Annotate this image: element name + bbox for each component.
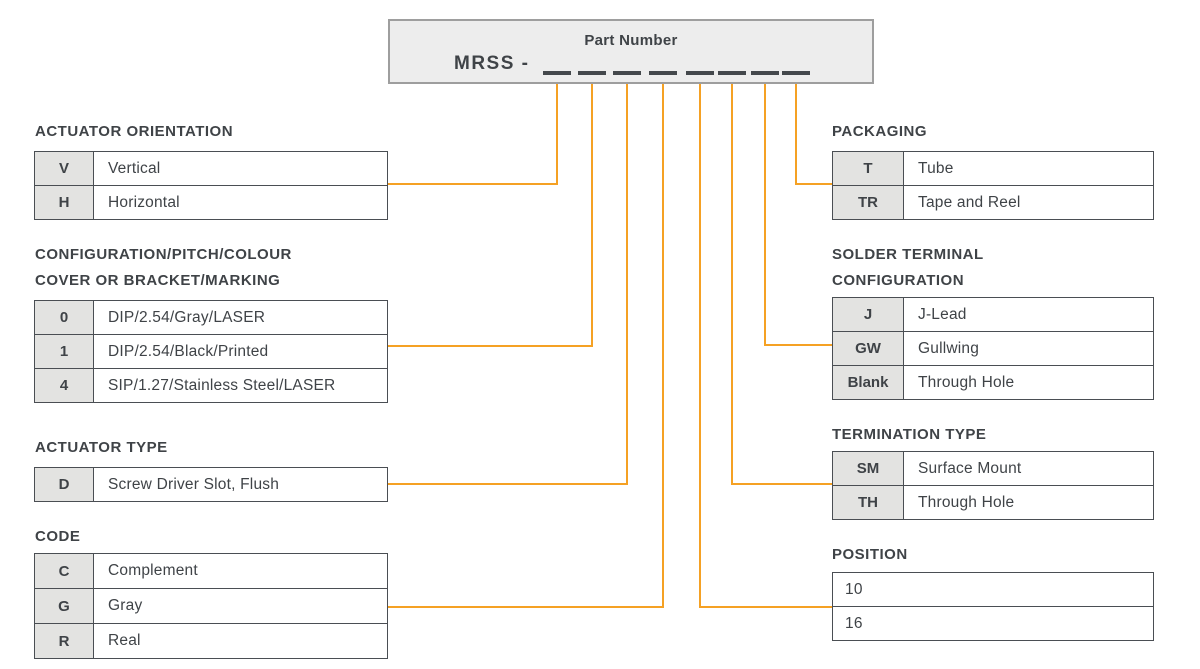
value-cell: Through Hole bbox=[918, 493, 1015, 511]
value-cell: 16 bbox=[845, 614, 863, 632]
part-number-blank bbox=[649, 71, 677, 75]
value-cell: Tape and Reel bbox=[918, 193, 1021, 211]
section-title-code: CODE bbox=[35, 528, 81, 545]
connector-line-termination_type bbox=[731, 83, 832, 485]
section-title-actuator-type: ACTUATOR TYPE bbox=[35, 439, 168, 456]
section-title-line1: SOLDER TERMINAL bbox=[832, 246, 984, 263]
value-cell: Real bbox=[108, 632, 141, 649]
key-cell: 4 bbox=[35, 369, 94, 402]
value-cell: SIP/1.27/Stainless Steel/LASER bbox=[108, 376, 336, 394]
table-row: D Screw Driver Slot, Flush bbox=[35, 468, 387, 501]
connector-line-code bbox=[388, 83, 664, 608]
table-row: T Tube bbox=[833, 152, 1153, 185]
connector-line-packaging bbox=[795, 83, 832, 185]
key-cell: G bbox=[35, 589, 94, 623]
section-title-configuration: CONFIGURATION/PITCH/COLOUR COVER OR BRAC… bbox=[35, 242, 292, 294]
table-code: C Complement G Gray R Real bbox=[34, 553, 388, 659]
table-row: H Horizontal bbox=[35, 185, 387, 219]
part-number-blank bbox=[613, 71, 641, 75]
section-title-line2: COVER OR BRACKET/MARKING bbox=[35, 272, 281, 289]
table-configuration: 0 DIP/2.54/Gray/LASER 1 DIP/2.54/Black/P… bbox=[34, 300, 388, 403]
key-cell: J bbox=[833, 298, 904, 331]
table-row: GW Gullwing bbox=[833, 331, 1153, 365]
key-cell: TH bbox=[833, 486, 904, 519]
section-title-packaging: PACKAGING bbox=[832, 123, 928, 140]
key-cell: R bbox=[35, 624, 94, 658]
value-cell: Gray bbox=[108, 597, 143, 614]
table-row: SM Surface Mount bbox=[833, 452, 1153, 485]
table-row: Blank Through Hole bbox=[833, 365, 1153, 399]
key-cell: GW bbox=[833, 332, 904, 365]
table-row: 1 DIP/2.54/Black/Printed bbox=[35, 334, 387, 368]
value-cell: Complement bbox=[108, 562, 198, 579]
value-cell: DIP/2.54/Gray/LASER bbox=[108, 308, 266, 326]
key-cell: T bbox=[833, 152, 904, 185]
part-number-prefix: MRSS - bbox=[454, 53, 530, 74]
table-row: 16 bbox=[833, 606, 1153, 640]
part-number-blank bbox=[543, 71, 571, 75]
key-cell: D bbox=[35, 468, 94, 501]
connector-line-actuator_orientation bbox=[388, 83, 558, 185]
key-cell: Blank bbox=[833, 366, 904, 399]
key-cell: C bbox=[35, 554, 94, 588]
table-row: V Vertical bbox=[35, 152, 387, 185]
table-packaging: T Tube TR Tape and Reel bbox=[832, 151, 1154, 220]
connector-line-solder_terminal bbox=[764, 83, 832, 346]
key-cell: V bbox=[35, 152, 94, 185]
value-cell: Vertical bbox=[108, 159, 161, 177]
section-title-termination-type: TERMINATION TYPE bbox=[832, 426, 987, 443]
table-row: C Complement bbox=[35, 554, 387, 588]
key-cell: H bbox=[35, 186, 94, 219]
table-row: TR Tape and Reel bbox=[833, 185, 1153, 219]
table-position: 10 16 bbox=[832, 572, 1154, 641]
part-number-blank bbox=[751, 71, 779, 75]
table-termination-type: SM Surface Mount TH Through Hole bbox=[832, 451, 1154, 520]
section-title-position: POSITION bbox=[832, 546, 908, 563]
table-row: 10 bbox=[833, 573, 1153, 606]
section-title-solder-terminal: SOLDER TERMINAL CONFIGURATION bbox=[832, 242, 984, 294]
value-cell: Through Hole bbox=[918, 373, 1015, 391]
table-actuator-type: D Screw Driver Slot, Flush bbox=[34, 467, 388, 502]
key-cell: 0 bbox=[35, 301, 94, 334]
value-cell: Screw Driver Slot, Flush bbox=[108, 475, 280, 493]
table-row: G Gray bbox=[35, 588, 387, 623]
table-row: 0 DIP/2.54/Gray/LASER bbox=[35, 301, 387, 334]
connector-line-configuration bbox=[388, 83, 593, 347]
table-actuator-orientation: V Vertical H Horizontal bbox=[34, 151, 388, 220]
value-cell: DIP/2.54/Black/Printed bbox=[108, 342, 269, 360]
section-title-line1: CONFIGURATION/PITCH/COLOUR bbox=[35, 246, 292, 263]
part-number-blank bbox=[686, 71, 714, 75]
table-solder-terminal: J J-Lead GW Gullwing Blank Through Hole bbox=[832, 297, 1154, 400]
value-cell: 10 bbox=[845, 580, 863, 598]
value-cell: Horizontal bbox=[108, 193, 180, 211]
table-row: 4 SIP/1.27/Stainless Steel/LASER bbox=[35, 368, 387, 402]
value-cell: Surface Mount bbox=[918, 459, 1022, 477]
part-number-blank bbox=[782, 71, 810, 75]
part-number-blank bbox=[718, 71, 746, 75]
key-cell: TR bbox=[833, 186, 904, 219]
value-cell: Tube bbox=[918, 159, 954, 177]
connector-line-position bbox=[699, 83, 832, 608]
part-number-blank bbox=[578, 71, 606, 75]
value-cell: Gullwing bbox=[918, 339, 980, 357]
section-title-actuator-orientation: ACTUATOR ORIENTATION bbox=[35, 123, 234, 140]
value-cell: J-Lead bbox=[918, 305, 967, 323]
table-row: J J-Lead bbox=[833, 298, 1153, 331]
key-cell: 1 bbox=[35, 335, 94, 368]
part-number-title: Part Number bbox=[584, 32, 678, 49]
table-row: R Real bbox=[35, 623, 387, 658]
section-title-line2: CONFIGURATION bbox=[832, 272, 965, 289]
key-cell: SM bbox=[833, 452, 904, 485]
connector-line-actuator_type bbox=[388, 83, 628, 485]
table-row: TH Through Hole bbox=[833, 485, 1153, 519]
